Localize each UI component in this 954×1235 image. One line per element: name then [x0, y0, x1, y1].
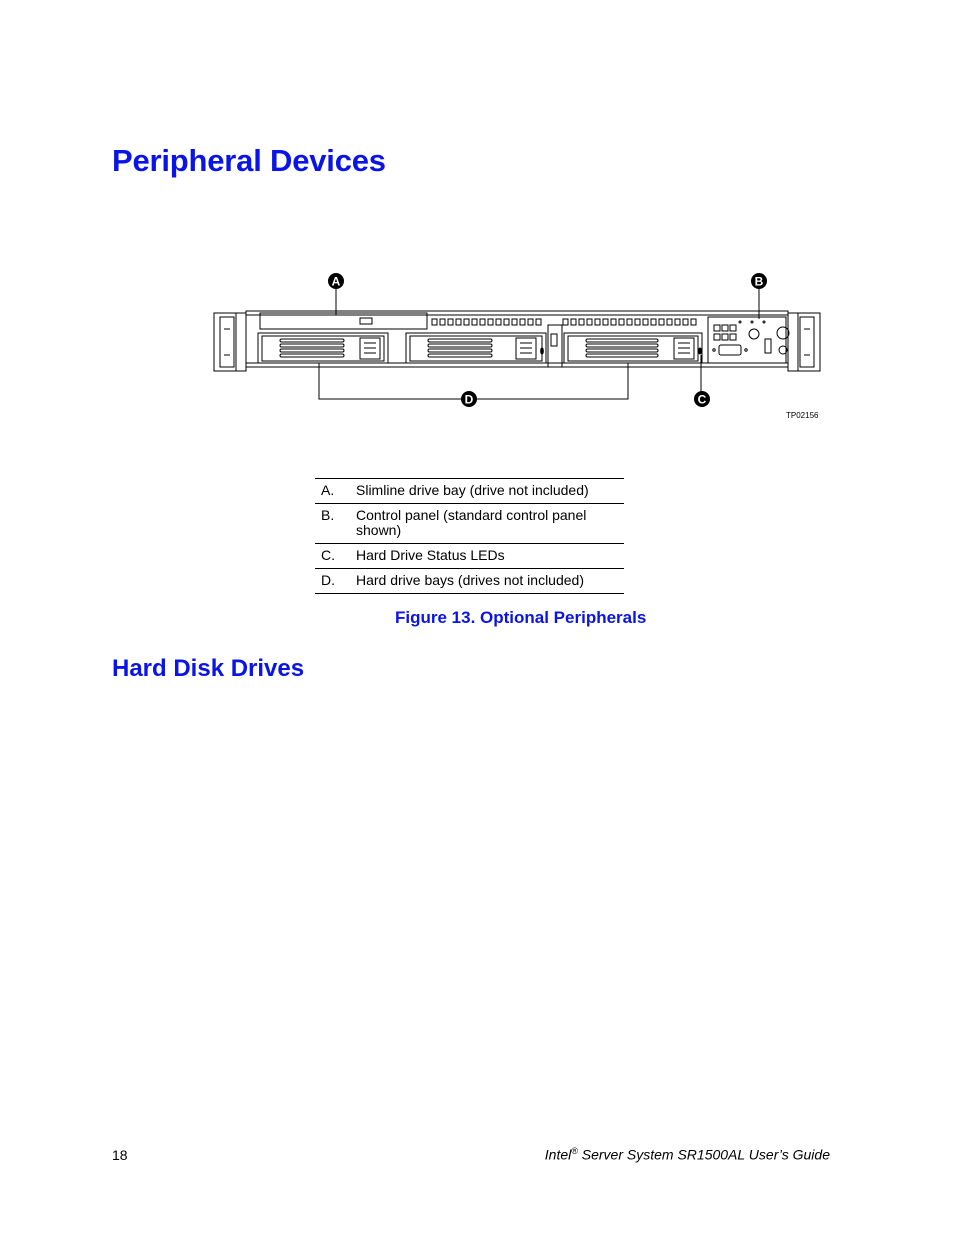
figure-legend-table: A. Slimline drive bay (drive not include…: [315, 478, 624, 594]
center-latch: [547, 324, 563, 368]
page-title: Peripheral Devices: [112, 143, 386, 178]
legend-key: C.: [321, 547, 335, 563]
legend-key: A.: [321, 482, 335, 498]
legend-text: Hard drive bays (drives not included): [356, 572, 584, 588]
legend-key: D.: [321, 572, 335, 588]
server-front-panel-diagram: A B C D TP02156: [213, 273, 821, 420]
vent-row-left: [431, 318, 542, 326]
footer-guide-title: Server System SR1500AL User’s Guide: [577, 1146, 830, 1163]
legend-row: D. Hard drive bays (drives not included): [315, 568, 624, 594]
page-number: 18: [112, 1147, 128, 1163]
footer-title: Intel® Server System SR1500AL User’s Gui…: [545, 1146, 830, 1163]
drive-status-leds: [540, 347, 702, 355]
legend-key: B.: [321, 507, 335, 523]
callout-c: C: [694, 391, 710, 407]
legend-row: B. Control panel (standard control panel…: [315, 503, 624, 544]
hard-drive-bay-1: [257, 332, 389, 364]
legend-row: A. Slimline drive bay (drive not include…: [315, 478, 624, 504]
svg-text:C: C: [698, 393, 707, 407]
control-panel: [707, 316, 790, 364]
section-heading: Hard Disk Drives: [112, 655, 305, 682]
footer-brand: Intel: [544, 1146, 572, 1163]
vent-row-right: [562, 318, 697, 326]
callout-a: A: [328, 273, 344, 289]
figure-caption: Figure 13. Optional Peripherals: [395, 608, 647, 627]
hard-drive-bay-2: [405, 332, 547, 364]
hard-drive-bay-3: [563, 332, 703, 364]
svg-text:B: B: [755, 275, 764, 289]
figure-id-label: TP02156: [786, 411, 819, 420]
callout-d: D: [461, 391, 477, 407]
legend-text: Control panel (standard control panel sh…: [356, 507, 587, 538]
svg-text:D: D: [465, 393, 474, 407]
legend-text: Hard Drive Status LEDs: [356, 547, 505, 563]
right-rack-handle: [787, 312, 821, 372]
legend-text: Slimline drive bay (drive not included): [356, 482, 589, 498]
registered-mark: ®: [571, 1146, 578, 1156]
chassis-outline: [245, 310, 789, 368]
callout-b: B: [751, 273, 767, 289]
slimline-drive-bay: [259, 312, 428, 330]
legend-row: C. Hard Drive Status LEDs: [315, 543, 624, 569]
svg-text:A: A: [332, 275, 341, 289]
left-rack-handle: [213, 312, 247, 372]
